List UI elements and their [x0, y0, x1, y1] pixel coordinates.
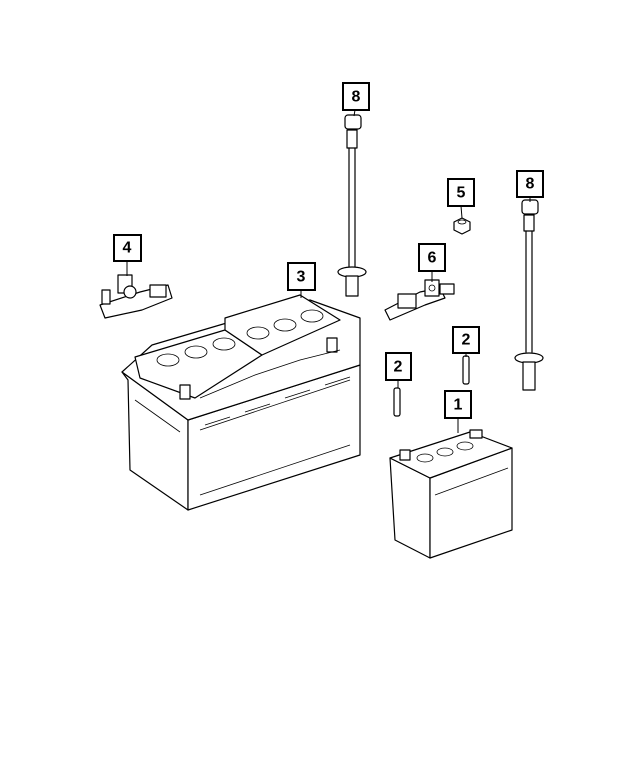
part-2-pin-left [393, 387, 401, 417]
callout-6-label: 6 [428, 250, 437, 267]
callout-7-label: 8 [352, 89, 361, 106]
callout-8: 8 [516, 170, 544, 198]
callout-3-label: 3 [297, 269, 306, 286]
callout-5-label: 5 [457, 185, 466, 202]
callout-4: 4 [113, 234, 142, 262]
part-3-main-battery [121, 294, 361, 511]
callout-2-right: 2 [452, 326, 480, 354]
callout-7: 8 [342, 82, 370, 111]
part-6-connector [384, 279, 455, 321]
part-2-pin-right [462, 355, 470, 385]
callout-2-right-label: 2 [462, 332, 471, 349]
callout-8-label: 8 [526, 176, 535, 193]
callout-6: 6 [418, 243, 446, 272]
callout-3: 3 [287, 262, 316, 291]
part-5-nut [453, 217, 471, 235]
callout-5: 5 [447, 178, 475, 207]
part-1-aux-battery [389, 429, 513, 559]
part-7-vent-tube [337, 114, 367, 297]
part-8-vent-tube [514, 199, 544, 391]
callout-1-label: 1 [454, 397, 463, 414]
part-4-terminal-clamp [99, 274, 173, 319]
callout-2-left-label: 2 [394, 359, 403, 376]
callout-4-label: 4 [123, 240, 132, 257]
callout-1: 1 [444, 390, 472, 419]
callout-2-left: 2 [385, 352, 412, 381]
